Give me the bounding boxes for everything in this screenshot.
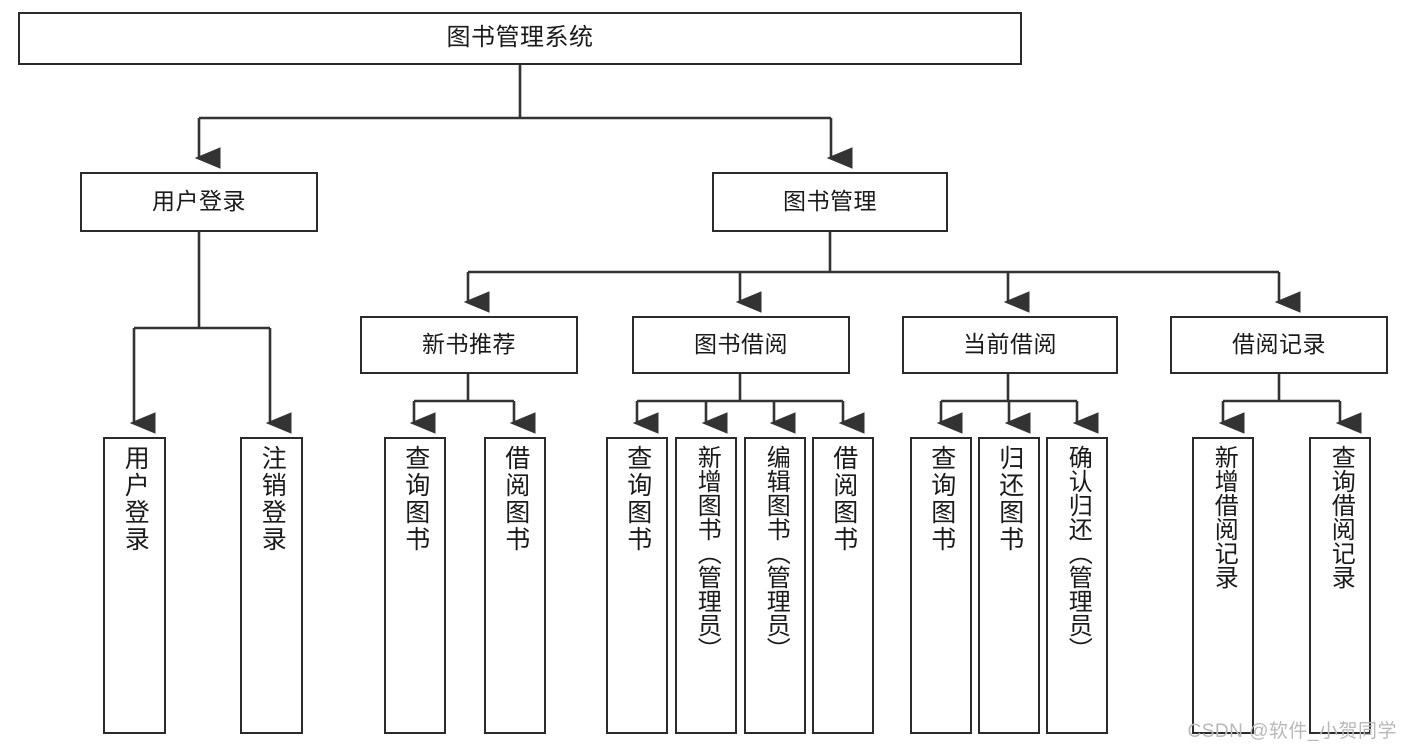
node-label: 编辑图书（管理员） xyxy=(762,445,790,661)
node-user-login[interactable]: 用户登录 xyxy=(80,172,318,232)
node-borrow-record[interactable]: 借阅记录 xyxy=(1170,316,1388,374)
node-label: 查询图书 xyxy=(927,445,956,553)
node-label: 借阅图书 xyxy=(501,445,530,553)
node-label: 图书借阅 xyxy=(694,331,788,358)
node-label: 查询借阅记录 xyxy=(1327,445,1355,589)
leaf-book-borrow-add[interactable]: 新增图书（管理员） xyxy=(675,437,737,734)
leaf-current-borrow-query[interactable]: 查询图书 xyxy=(910,437,972,734)
node-label: 当前借阅 xyxy=(963,331,1057,358)
leaf-book-borrow-query[interactable]: 查询图书 xyxy=(606,437,668,734)
leaf-book-borrow-edit[interactable]: 编辑图书（管理员） xyxy=(744,437,806,734)
leaf-current-borrow-confirm-return[interactable]: 确认归还（管理员） xyxy=(1046,437,1108,734)
leaf-user-login-login[interactable]: 用户登录 xyxy=(103,437,166,734)
leaf-borrow-record-add[interactable]: 新增借阅记录 xyxy=(1192,437,1254,734)
node-new-book-recommend[interactable]: 新书推荐 xyxy=(360,316,578,374)
node-label: 查询图书 xyxy=(401,445,430,553)
watermark: CSDN @软件_小贺同学 xyxy=(1187,721,1397,742)
leaf-book-borrow-borrow[interactable]: 借阅图书 xyxy=(812,437,874,734)
node-label: 新增图书（管理员） xyxy=(693,445,721,661)
node-label: 用户登录 xyxy=(152,188,246,215)
node-label: 查询图书 xyxy=(623,445,652,553)
node-label: 注销登录 xyxy=(258,445,287,553)
leaf-new-book-borrow[interactable]: 借阅图书 xyxy=(484,437,546,734)
node-label: 新增借阅记录 xyxy=(1210,445,1238,589)
leaf-borrow-record-query[interactable]: 查询借阅记录 xyxy=(1309,437,1371,734)
node-label: 新书推荐 xyxy=(422,331,516,358)
node-root-book-management-system[interactable]: 图书管理系统 xyxy=(18,12,1022,65)
node-book-management[interactable]: 图书管理 xyxy=(712,172,948,232)
node-label: 图书管理系统 xyxy=(446,24,594,52)
leaf-current-borrow-return[interactable]: 归还图书 xyxy=(978,437,1040,734)
leaf-user-login-logout[interactable]: 注销登录 xyxy=(240,437,303,734)
node-current-borrow[interactable]: 当前借阅 xyxy=(902,316,1118,374)
node-label: 借阅图书 xyxy=(829,445,858,553)
node-label: 图书管理 xyxy=(783,188,877,215)
leaf-new-book-query[interactable]: 查询图书 xyxy=(384,437,446,734)
node-label: 用户登录 xyxy=(121,445,150,553)
node-book-borrow[interactable]: 图书借阅 xyxy=(632,316,850,374)
node-label: 借阅记录 xyxy=(1232,331,1326,358)
node-label: 确认归还（管理员） xyxy=(1064,445,1092,661)
node-label: 归还图书 xyxy=(995,445,1024,553)
